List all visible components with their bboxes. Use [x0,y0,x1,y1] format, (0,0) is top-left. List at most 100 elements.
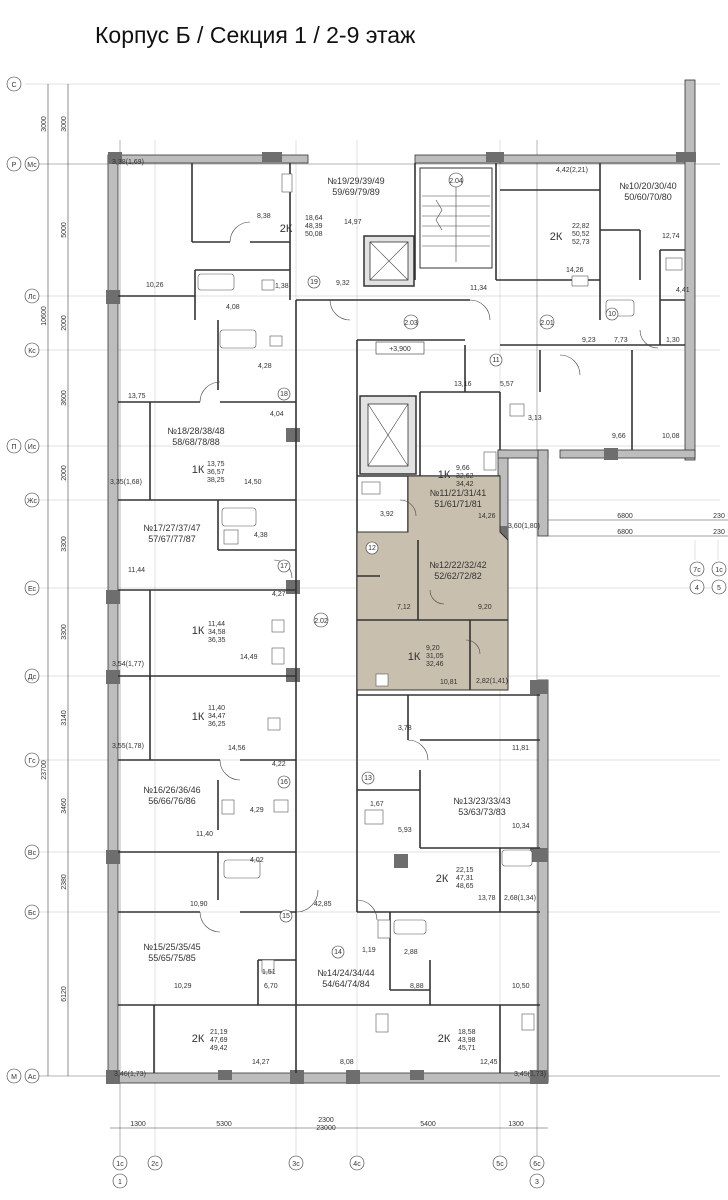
dimension-label: 23700 [41,760,48,780]
dimension-label: 3000 [41,116,48,132]
room-count: 1К [192,711,205,723]
room-area: 12,74 [662,233,680,240]
room-count: 2К [550,231,563,243]
room-area: 4,04 [270,411,284,418]
dimension-label: 3600 [61,390,68,406]
right-dimensions: 6800 6800 230 230 7с 4 1с 5 [548,513,728,595]
door-swings [199,221,659,933]
room-area: 9,66 [612,433,626,440]
apartment-number: 55/65/75/85 [148,953,196,963]
room-area: 4,27 [272,591,286,598]
dimension-label: 3000 [61,116,68,132]
area-total: 32,62 [456,473,474,480]
room-area: 3,55(1,78) [112,743,144,750]
room-area: 9,23 [582,337,596,344]
axis-letter: Бс [28,910,37,917]
dimension-total: 23000 [316,1125,336,1132]
dimension-label: 5300 [216,1121,232,1128]
axis-label: 3 [535,1179,539,1186]
room-area: 10,50 [512,983,530,990]
room-area: 3,35(1,68) [110,479,142,486]
dimension-label: 3300 [61,624,68,640]
room-area: 2,88 [404,949,418,956]
room-area: 3,38(1,69) [112,159,144,166]
stair-marker: 16 [280,779,288,786]
axis-label: 1с [715,567,723,574]
room-area: 3,92 [380,511,394,518]
area-total: 43,98 [458,1037,476,1044]
axis-label: 2с [151,1161,159,1168]
elevator-shafts [359,235,417,475]
corridor-mark: 2.01 [540,320,554,327]
area-with-balcony: 36,35 [208,637,226,644]
stair-marker: 14 [334,949,342,956]
room-area: 4,38 [254,532,268,539]
dimension-label: 5400 [420,1121,436,1128]
room-area: 6,70 [264,983,278,990]
dimension-label: 230 [713,513,725,520]
axis-letter: Ис [28,444,37,451]
apartment-number: 50/60/70/80 [624,192,672,202]
corridor-mark: 2.02 [314,618,328,625]
axis-label: 1с [116,1161,124,1168]
room-count: 2К [280,223,293,235]
axis-letter: Жс [27,498,37,505]
axis-letter: Р [12,162,17,169]
stair-marker: 13 [364,775,372,782]
dimension-label: 10600 [41,306,48,326]
room-count: 1К [408,651,421,663]
area-total: 36,57 [207,469,225,476]
axis-label: 4 [695,585,699,592]
apartment-labels: №19/29/39/49 59/69/79/89 2К 18,64 48,39 … [143,176,676,1052]
room-area-labels: 3,38(1,69) 8,38 14,97 4,42(2,21) 12,74 1… [110,159,690,1078]
room-area: 12,45 [480,1059,498,1066]
axis-label: 3с [292,1161,300,1168]
area-with-balcony: 34,42 [456,481,474,488]
room-area: 1,19 [362,947,376,954]
apartment-number: 57/67/77/87 [148,534,196,544]
room-area: 10,90 [190,901,208,908]
room-area: 8,38 [257,213,271,220]
room-area: 5,93 [398,827,412,834]
dimension-label: 6120 [61,986,68,1002]
room-area: 14,56 [228,745,246,752]
room-area: 14,26 [478,513,496,520]
structural-columns [106,152,696,1084]
axis-letter: Ес [28,586,37,593]
apartment-number: 58/68/78/88 [172,437,220,447]
area-total: 34,47 [208,713,226,720]
axis-letter: Мс [27,162,37,169]
apartment-number: 53/63/73/83 [458,807,506,817]
apartment-number: №17/27/37/47 [143,523,200,533]
room-area: 3,60(1,80) [508,523,540,530]
room-area: 3,54(1,77) [112,661,144,668]
room-area: 1,51 [262,969,276,976]
area-living: 11,44 [208,621,225,628]
dimension-label: 5000 [61,222,68,238]
room-count: 1К [192,464,205,476]
area-total: 50,52 [572,231,590,238]
apartment-number: 52/62/72/82 [434,571,482,581]
area-total: 31,05 [426,653,444,660]
plumbing-fixtures [197,173,683,1033]
apartment-number: №19/29/39/49 [327,176,384,186]
room-area: 4,08 [226,304,240,311]
room-area: 9,32 [336,280,350,287]
apartment-number: 56/66/76/86 [148,796,196,806]
axis-letter: П [11,444,16,451]
room-area: 11,40 [196,831,213,838]
apartment-number: №14/24/34/44 [317,968,374,978]
area-with-balcony: 32,46 [426,661,444,668]
room-area: 3,46(1,73) [114,1071,146,1078]
apartment-number: №13/23/33/43 [453,796,510,806]
room-area: 4,42(2,21) [556,167,588,174]
room-area: 14,49 [240,654,258,661]
axis-label: 5 [717,585,721,592]
area-living: 18,64 [305,215,323,222]
apartment-number: 51/61/71/81 [434,499,482,509]
room-area: 10,81 [440,679,458,686]
room-area: 1,67 [370,801,384,808]
room-area: 4,41 [676,287,690,294]
area-living: 9,66 [456,465,470,472]
